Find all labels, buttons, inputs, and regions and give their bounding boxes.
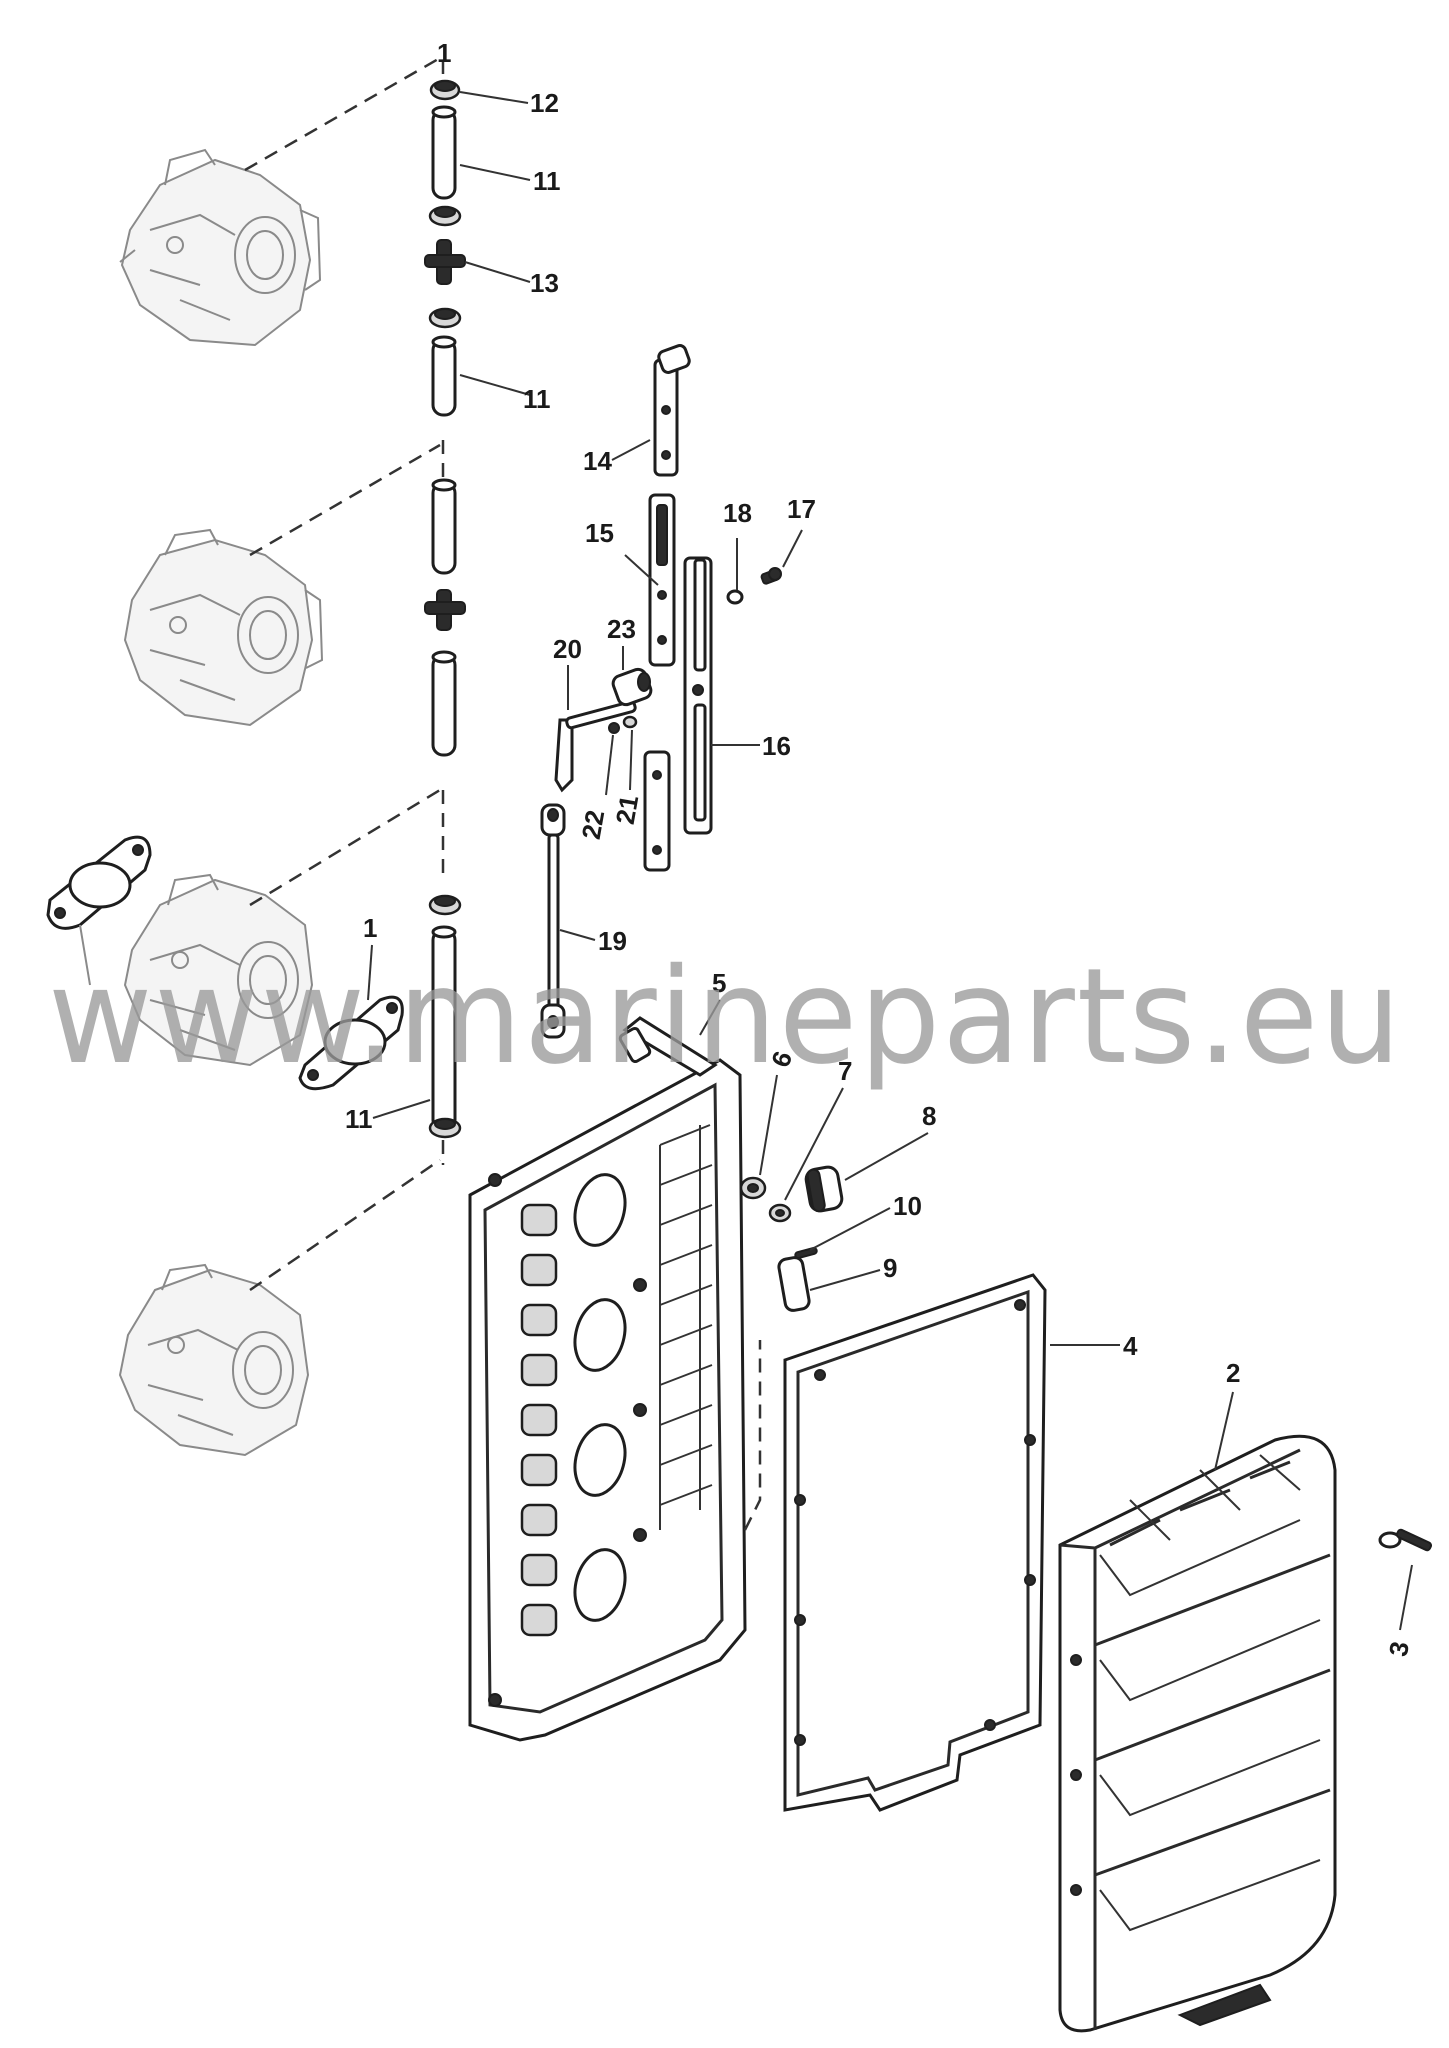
plate-9 [777,1256,811,1312]
label-21: 21 [610,793,645,827]
label-3: 3 [1383,1639,1415,1658]
screw-17 [760,567,782,585]
link-rod-19 [540,803,566,1039]
dashed-leaders-fuel [244,56,445,1292]
hose-clamp-12 [429,79,461,101]
label-15: 15 [585,518,614,548]
fuel-hose-second [431,478,457,575]
label-10: 10 [893,1191,922,1221]
carburetor-second [123,528,324,727]
intake-manifold-5 [468,1016,762,1742]
washer-18 [726,589,744,605]
link-bracket-21 [643,750,671,872]
label-20: 20 [553,634,582,664]
label-17: 17 [787,494,816,524]
hose-clamp-b [428,307,462,329]
part-labels: 1 12 11 13 11 14 15 18 17 23 20 16 22 21… [345,38,1415,1659]
carburetor-bottom [118,1263,310,1457]
intake-cover-2 [1058,1434,1337,2033]
fuel-fittings-column [424,79,466,1139]
label-12: 12 [530,88,559,118]
gasket-left-leader [79,924,91,986]
carburetor-top [119,148,322,347]
carburetor-third [123,873,314,1067]
carburetor-gasket-1 [298,995,404,1091]
hose-clamp-d [428,1117,462,1139]
fuel-hose-11-mid [431,335,457,417]
washer-7 [768,1203,792,1223]
label-13: 13 [530,268,559,298]
label-1-top: 1 [437,38,451,68]
fuel-hose-11-top [431,105,457,200]
label-1-mid: 1 [363,913,377,943]
label-23: 23 [607,614,636,644]
washer-21 [622,715,638,729]
reed-petals [520,1203,558,1637]
label-leaders [367,91,1413,1631]
label-5: 5 [712,968,726,998]
hose-clamp-a [428,205,462,227]
bolt-3 [1378,1528,1433,1552]
label-8: 8 [922,1101,936,1131]
label-14: 14 [583,446,612,476]
carburetor-gasket-left [46,835,152,930]
label-2: 2 [1226,1358,1240,1388]
label-11-b: 11 [523,384,551,414]
label-7: 7 [838,1056,852,1086]
label-19: 19 [598,926,627,956]
link-rod-20 [554,700,637,793]
label-18: 18 [723,498,752,528]
label-16: 16 [762,731,791,761]
label-11-a: 11 [533,166,561,196]
cover-gasket-4 [783,1273,1047,1812]
nut-6 [739,1176,767,1200]
label-4: 4 [1123,1331,1138,1361]
fuel-hose-11-bottom [431,925,457,1132]
fuel-hose-third [431,650,457,757]
label-22: 22 [576,808,611,842]
hose-clamp-c [428,894,462,916]
link-arm-16 [683,556,713,835]
link-arm-15 [648,493,676,667]
bushing-23 [611,667,653,707]
label-9: 9 [883,1253,897,1283]
plug-8 [804,1165,844,1213]
clip-22 [608,722,620,734]
tee-fitting-second [424,589,466,631]
screw-10 [794,1246,818,1260]
tee-fitting-13 [424,239,466,285]
label-11-c: 11 [345,1104,373,1134]
link-arm-14 [653,344,691,477]
watermark-text: www.marineparts.eu [48,940,1403,1094]
